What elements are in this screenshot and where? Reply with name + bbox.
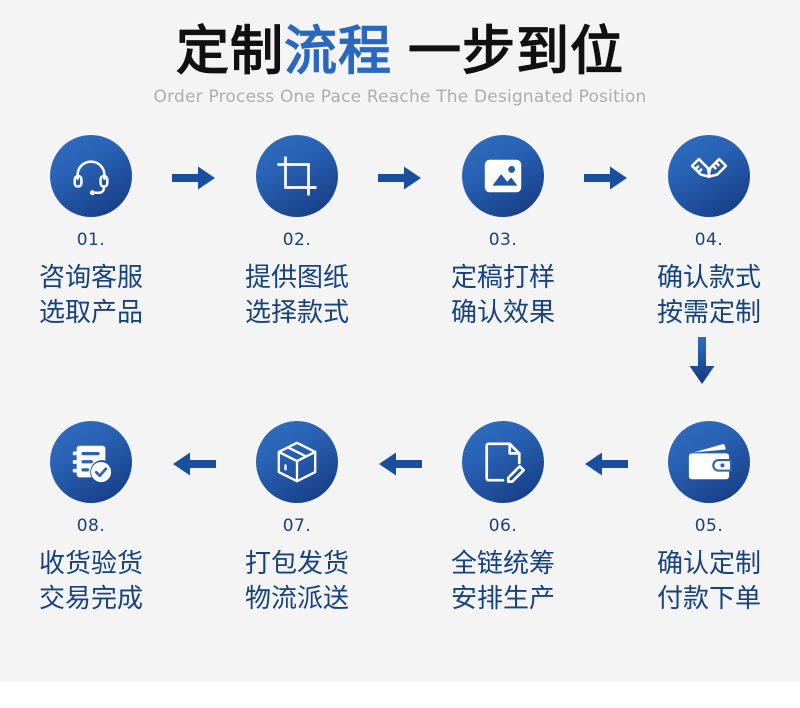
bottom-white-strip: [0, 682, 800, 708]
step-08-number: 08.: [76, 516, 106, 537]
step-04-label-line1: 确认款式: [656, 263, 761, 294]
arrow-right-icon: [584, 165, 628, 191]
step-03-label: 定稿打样 确认效果: [451, 261, 555, 331]
step-07-label-line2: 物流派送: [244, 583, 349, 614]
step-07-icon-circle: [256, 421, 338, 504]
arrow-right-1: [167, 165, 221, 191]
step-08-icon-circle: [50, 421, 132, 504]
arrow-left-icon: [378, 451, 422, 477]
step-06-label: 全链统筹 安排生产: [451, 547, 555, 617]
step-08-label-line1: 收货验货: [38, 549, 143, 580]
process-row-1: 01. 咨询客服 选取产品: [0, 135, 800, 331]
step-03-number: 03.: [488, 230, 518, 251]
step-04[interactable]: 04. 确认款式 按需定制: [633, 135, 785, 331]
row-connector: [0, 337, 800, 393]
step-05-label-line2: 付款下单: [656, 583, 761, 614]
title-part-2: 一步到位: [408, 21, 624, 82]
pen-ruler-icon: [686, 153, 732, 199]
step-01-label-line2: 选取产品: [38, 298, 143, 329]
arrow-left-1: [167, 451, 221, 477]
wallet-icon: [686, 439, 732, 485]
header: 定制流程一步到位 Order Process One Pace Reache T…: [0, 0, 800, 108]
image-icon: [480, 153, 526, 199]
package-box-icon: [274, 439, 320, 485]
step-02-label: 提供图纸 选择款式: [245, 261, 349, 331]
page-subtitle: Order Process One Pace Reache The Design…: [153, 87, 647, 108]
arrow-down-icon: [688, 337, 716, 385]
arrow-left-icon: [584, 451, 628, 477]
arrow-left-icon: [172, 451, 216, 477]
title-highlight: 流程: [284, 21, 392, 82]
title-part-1: 定制: [176, 21, 284, 82]
step-03-label-line1: 定稿打样: [450, 263, 555, 294]
step-05[interactable]: 05. 确认定制 付款下单: [633, 421, 785, 617]
step-06[interactable]: 06. 全链统筹 安排生产: [427, 421, 579, 617]
arrow-left-2: [373, 451, 427, 477]
step-04-label: 确认款式 按需定制: [657, 261, 761, 331]
step-03-label-line2: 确认效果: [450, 298, 555, 329]
arrow-right-icon: [172, 165, 216, 191]
process-row-2: 08. 收货验货 交易完成: [0, 421, 800, 617]
step-06-label-line1: 全链统筹: [450, 549, 555, 580]
step-01-label: 咨询客服 选取产品: [39, 261, 143, 331]
step-06-number: 06.: [488, 516, 518, 537]
step-01-number: 01.: [76, 230, 106, 251]
step-02-label-line2: 选择款式: [244, 298, 349, 329]
step-08[interactable]: 08. 收货验货 交易完成: [15, 421, 167, 617]
step-05-label: 确认定制 付款下单: [657, 547, 761, 617]
step-01[interactable]: 01. 咨询客服 选取产品: [15, 135, 167, 331]
step-02-label-line1: 提供图纸: [244, 263, 349, 294]
step-01-icon-circle: [50, 135, 132, 218]
step-03[interactable]: 03. 定稿打样 确认效果: [427, 135, 579, 331]
step-02-icon-circle: [256, 135, 338, 218]
step-02[interactable]: 02. 提供图纸 选择款式: [221, 135, 373, 331]
step-03-icon-circle: [462, 135, 544, 218]
step-06-label-line2: 安排生产: [450, 583, 555, 614]
arrow-right-2: [373, 165, 427, 191]
arrow-right-3: [579, 165, 633, 191]
arrow-down-1: [688, 337, 716, 385]
arrow-left-3: [579, 451, 633, 477]
step-04-label-line2: 按需定制: [656, 298, 761, 329]
document-check-icon: [68, 439, 114, 485]
step-08-label: 收货验货 交易完成: [39, 547, 143, 617]
step-06-icon-circle: [462, 421, 544, 504]
step-05-label-line1: 确认定制: [656, 549, 761, 580]
step-05-icon-circle: [668, 421, 750, 504]
arrow-right-icon: [378, 165, 422, 191]
step-01-label-line1: 咨询客服: [38, 263, 143, 294]
step-07-label: 打包发货 物流派送: [245, 547, 349, 617]
step-07[interactable]: 07. 打包发货 物流派送: [221, 421, 373, 617]
headset-icon: [68, 153, 114, 199]
step-07-number: 07.: [282, 516, 312, 537]
step-02-number: 02.: [282, 230, 312, 251]
step-07-label-line1: 打包发货: [244, 549, 349, 580]
process-flow-infographic: 定制流程一步到位 Order Process One Pace Reache T…: [0, 0, 800, 682]
page-title: 定制流程一步到位: [0, 22, 800, 81]
step-04-number: 04.: [694, 230, 724, 251]
document-edit-icon: [480, 439, 526, 485]
step-04-icon-circle: [668, 135, 750, 218]
crop-icon: [274, 153, 320, 199]
step-08-label-line2: 交易完成: [38, 583, 143, 614]
step-05-number: 05.: [694, 516, 724, 537]
